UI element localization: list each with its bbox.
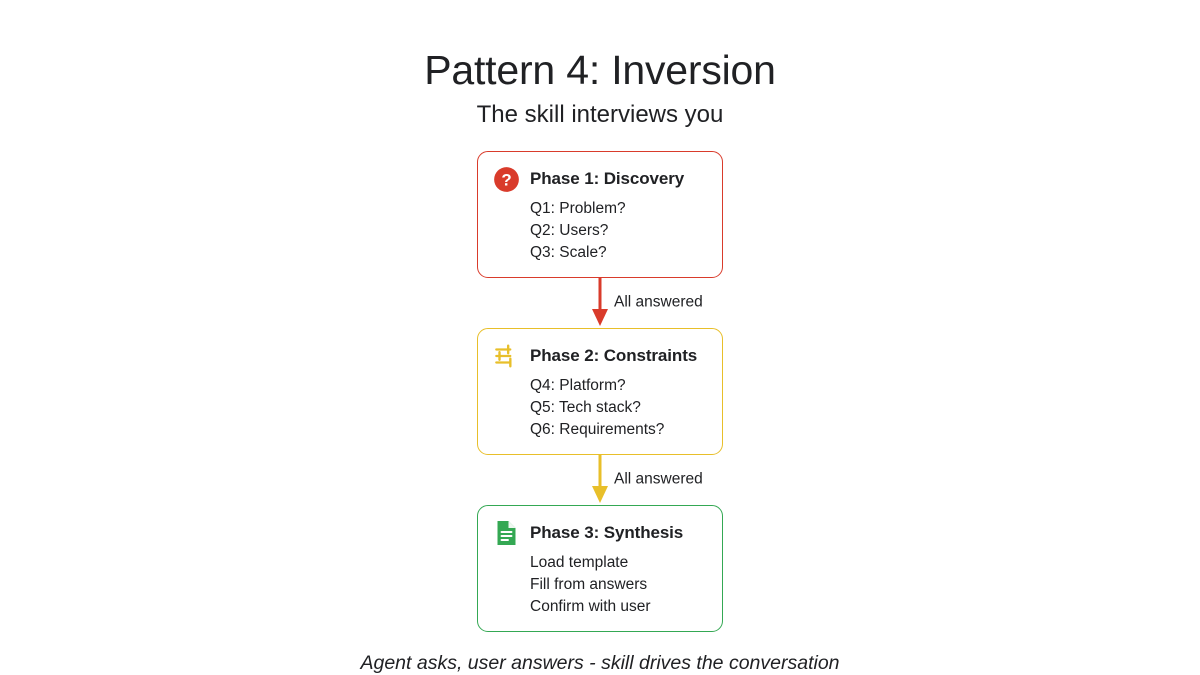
phase-line: Fill from answers [530,576,648,594]
arrow-down-icon [592,455,608,504]
phase-card-title: Phase 1: Discovery [530,169,685,189]
phase-line: Q2: Users? [530,222,609,240]
phase-card-header: ? Phase 1: Discovery [492,165,708,193]
phase-card-constraints[interactable]: Phase 2: Constraints Q4: Platform? Q5: T… [477,328,723,456]
phase-line: Q6: Requirements? [530,421,665,439]
svg-text:?: ? [501,170,511,189]
phase-card-title: Phase 3: Synthesis [530,523,684,543]
document-icon [492,519,520,547]
connector-label: All answered [614,470,703,488]
arrow-down-icon [592,278,608,327]
page-subtitle: The skill interviews you [476,101,724,129]
phase-card-lines: Q4: Platform? Q5: Tech stack? Q6: Requir… [492,375,708,441]
phase-flow: ? Phase 1: Discovery Q1: Problem? Q2: Us… [477,151,723,633]
phase-card-lines: Load template Fill from answers Confirm … [492,552,708,618]
phase-card-title: Phase 2: Constraints [530,346,698,366]
connector-constraints-to-synthesis: All answered [477,455,723,505]
footer-caption: Agent asks, user answers - skill drives … [360,652,840,675]
connector-discovery-to-constraints: All answered [477,278,723,328]
tune-sliders-icon [492,342,520,370]
phase-card-header: Phase 3: Synthesis [492,519,708,547]
phase-card-discovery[interactable]: ? Phase 1: Discovery Q1: Problem? Q2: Us… [477,151,723,279]
phase-line: Confirm with user [530,598,651,616]
question-mark-circle-icon: ? [492,165,520,193]
phase-line: Q5: Tech stack? [530,399,641,417]
phase-card-synthesis[interactable]: Phase 3: Synthesis Load template Fill fr… [477,505,723,633]
phase-line: Q1: Problem? [530,200,626,218]
phase-line: Load template [530,554,629,572]
connector-label: All answered [614,293,703,311]
phase-card-header: Phase 2: Constraints [492,342,708,370]
phase-card-lines: Q1: Problem? Q2: Users? Q3: Scale? [492,198,708,264]
phase-line: Q4: Platform? [530,377,626,395]
phase-line: Q3: Scale? [530,244,607,262]
page-title: Pattern 4: Inversion [424,47,776,93]
